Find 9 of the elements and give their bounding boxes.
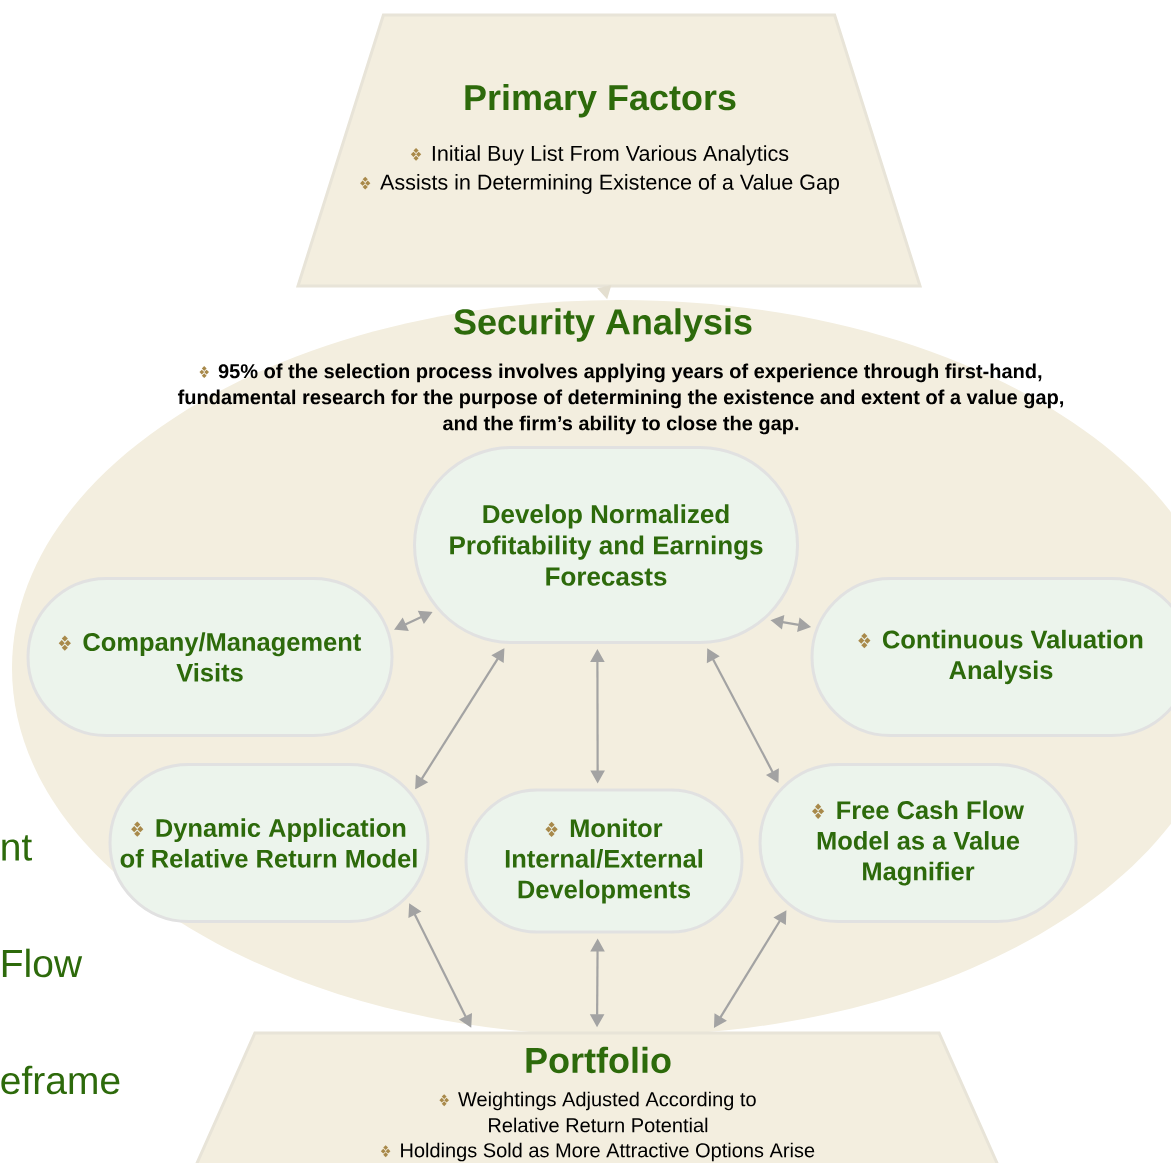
rounded-box: Dynamic Application of Relative Return Model [108,763,430,923]
side-text: nt [2,835,32,861]
trapezoid-panel: Portfolio Weightings Adjusted According to Relative Return Potential Holdings Sold as More Attractive Options Arise [188,1031,1006,1163]
rounded-box: Free Cash Flow Model as a Value Magnifier [758,763,1078,923]
side-text: Flow [2,948,83,978]
side-text: eframe [1,1065,120,1095]
rounded-box: Company/Management Visits [26,577,394,737]
rounded-box: Monitor Internal/External Developments [464,788,744,934]
rounded-box: Continuous Valuation Analysis [810,577,1171,737]
